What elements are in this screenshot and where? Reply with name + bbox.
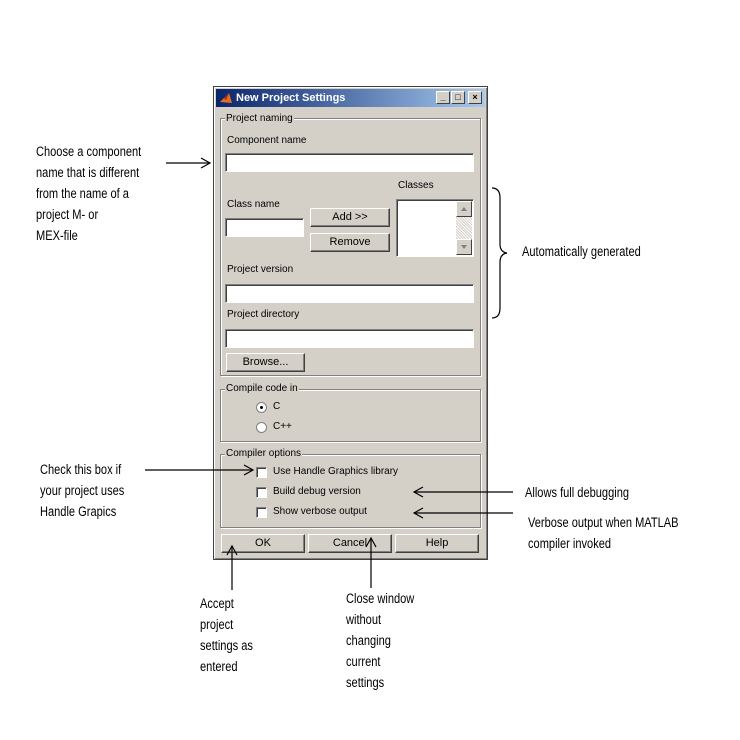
annotation-debug: Allows full debugging: [525, 485, 630, 500]
arrow-handle-head: [243, 464, 255, 476]
annotation-handle-graphics: Check this box if your project uses Hand…: [40, 462, 125, 519]
scroll-down-button[interactable]: [456, 239, 472, 255]
close-button[interactable]: ×: [468, 91, 482, 104]
project-directory-input[interactable]: [225, 329, 474, 348]
matlab-logo-icon: [220, 93, 232, 103]
classes-label: Classes: [398, 180, 434, 191]
arrow-cancel-head: [365, 536, 377, 548]
ok-button[interactable]: OK: [221, 534, 305, 553]
project-naming-legend: Project naming: [225, 113, 294, 125]
debug-version-label: Build debug version: [273, 486, 361, 497]
annotation-verbose: Verbose output when MATLAB compiler invo…: [528, 515, 679, 551]
compile-code-group: [220, 389, 481, 442]
arrow-component-head: [200, 157, 212, 169]
radio-cpp[interactable]: [256, 422, 267, 433]
remove-class-button[interactable]: Remove: [310, 233, 390, 252]
compile-code-legend: Compile code in: [225, 383, 299, 395]
annotation-cancel: Close window without changing current se…: [346, 591, 415, 690]
component-name-input[interactable]: [225, 153, 474, 172]
radio-cpp-label: C++: [273, 421, 292, 432]
window-title: New Project Settings: [236, 92, 346, 104]
compiler-options-legend: Compiler options: [225, 448, 303, 460]
maximize-button[interactable]: □: [451, 91, 465, 104]
verbose-output-checkbox[interactable]: [256, 507, 267, 518]
add-class-button[interactable]: Add >>: [310, 208, 390, 227]
classes-scrollbar[interactable]: [456, 201, 472, 255]
radio-c-label: C: [273, 401, 281, 412]
annotation-auto-generated: Automatically generated: [522, 244, 641, 259]
title-bar[interactable]: New Project Settings _ □ ×: [216, 89, 485, 107]
radio-c[interactable]: [256, 402, 267, 413]
arrow-debug-head: [412, 486, 424, 498]
browse-button[interactable]: Browse...: [226, 353, 305, 372]
component-name-label: Component name: [227, 135, 307, 146]
arrow-verbose-head: [412, 507, 424, 519]
annotation-ok: Accept project settings as entered: [200, 596, 253, 674]
debug-version-checkbox[interactable]: [256, 487, 267, 498]
annotation-component: Choose a component name that is differen…: [36, 144, 142, 243]
project-naming-group: [220, 118, 481, 376]
brace-auto-generated: [491, 187, 508, 319]
arrow-down-icon: [461, 245, 467, 249]
compiler-options-group: [220, 454, 481, 528]
arrow-up-icon: [461, 207, 467, 211]
handle-graphics-label: Use Handle Graphics library: [273, 466, 399, 477]
project-version-label: Project version: [227, 264, 294, 275]
minimize-button[interactable]: _: [436, 91, 450, 104]
scroll-up-button[interactable]: [456, 201, 472, 217]
project-directory-label: Project directory: [227, 309, 300, 320]
handle-graphics-checkbox[interactable]: [256, 467, 267, 478]
help-button[interactable]: Help: [395, 534, 479, 553]
project-version-input[interactable]: [225, 284, 474, 303]
verbose-output-label: Show verbose output: [273, 506, 367, 517]
class-name-input[interactable]: [225, 218, 304, 237]
arrow-ok-head: [226, 544, 238, 556]
class-name-label: Class name: [227, 199, 280, 210]
